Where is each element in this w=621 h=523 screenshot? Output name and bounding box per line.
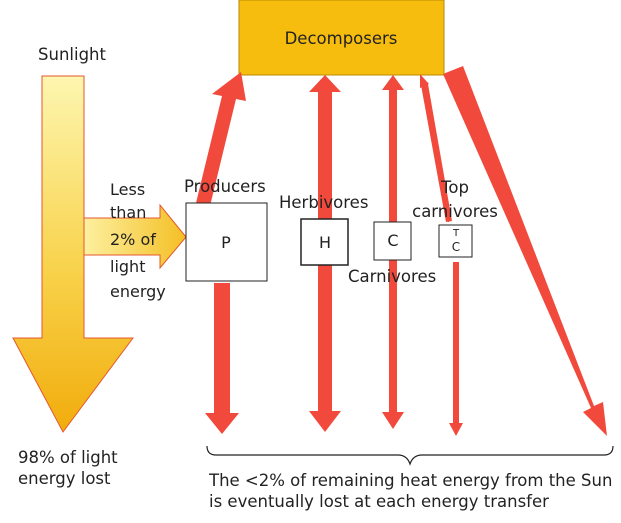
top-carnivores-box [438,224,473,258]
carnivores-box [373,221,412,261]
producers-box [185,202,268,282]
svg-text:energy: energy [110,282,166,301]
top-carnivores-label-2: carnivores [412,202,498,221]
decomposers-box [238,0,445,76]
svg-text:than: than [110,203,146,222]
producers-to-decomposers-arrow [196,72,246,206]
sunlight-arrow [12,75,134,433]
svg-text:Less: Less [110,180,145,199]
carnivores-label: Carnivores [348,267,436,286]
herbivores-box [300,218,349,266]
producers-heat-loss-arrow [205,283,239,434]
producers-label: Producers [184,177,266,196]
sunlight-label: Sunlight [38,45,106,64]
carnivores-box-label: C [387,231,398,250]
light-to-producers-arrow [83,203,187,270]
decomposers-label: Decomposers [285,29,398,48]
svg-text:light: light [110,257,145,276]
herbivores-box-label: H [319,233,331,252]
top-carnivores-heat-loss-arrow [449,262,463,436]
svg-text:2% of: 2% of [110,230,156,249]
top-carnivores-box-label-t: T [452,228,460,239]
top-carnivores-box-label-c: C [452,240,460,254]
herbivores-label: Herbivores [279,193,368,212]
decomposers-heat-loss-arrow [443,66,607,436]
producers-box-label: P [221,233,231,252]
less-than-label: Less than 2% of light energy [110,180,166,301]
top-carnivores-label-1: Top [440,178,469,197]
heat-loss-caption: The <2% of remaining heat energy from th… [209,471,613,511]
heat-loss-brace [206,445,614,466]
light-lost-label: 98% of light energy lost [18,448,118,488]
